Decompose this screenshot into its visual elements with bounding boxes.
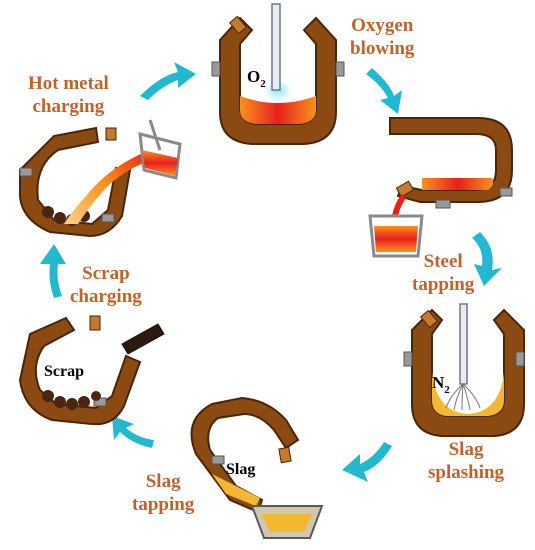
stage-label-line: blowing	[350, 38, 415, 59]
stage-label-scrap-charging: Scrap charging	[70, 262, 142, 308]
cycle-arrow-icon	[140, 62, 196, 100]
ladle-icon	[138, 119, 182, 180]
nitrogen-jets	[445, 383, 481, 411]
stage-label-hot-metal-charging: Hot metal charging	[28, 72, 109, 118]
stage-label-steel-tapping: Steel tapping	[412, 250, 474, 296]
stage-label-slag-tapping: Slag tapping	[132, 470, 194, 516]
scrap-chute-icon	[121, 323, 165, 355]
nitrogen-label: N2	[432, 373, 450, 396]
stage-label-line: Slag	[145, 471, 181, 492]
cycle-arrow-icon	[472, 232, 502, 286]
slag-label: Slag	[226, 461, 255, 478]
stage-label-line: Steel	[423, 251, 463, 272]
stage-label-line: charging	[32, 96, 105, 117]
converter-vessel-icon	[190, 396, 300, 514]
stage-label-line: tapping	[132, 494, 195, 515]
scrap-label: Scrap	[44, 363, 84, 380]
cycle-arrow-icon	[112, 416, 154, 448]
ladle-icon	[368, 214, 424, 258]
stage-label-line: Slag	[448, 439, 484, 460]
converter-vessel-icon	[211, 15, 345, 145]
hot-metal-stream	[64, 150, 152, 224]
cycle-arrow-icon	[342, 442, 392, 482]
lance-icon	[271, 3, 281, 91]
stage-label-slag-splashing: Slag splashing	[428, 438, 504, 484]
stage-label-line: Scrap	[82, 263, 130, 284]
stage-label-line: splashing	[428, 462, 505, 483]
converter-vessel-icon	[389, 117, 513, 209]
stage-label-line: Oxygen	[351, 15, 414, 36]
stage-label-oxygen-blowing: Oxygen blowing	[350, 14, 414, 60]
slag-pot-icon	[250, 505, 324, 539]
stage-label-line: tapping	[412, 274, 475, 295]
converter-vessel-icon	[403, 308, 525, 437]
stage-label-line: Hot metal	[28, 73, 109, 94]
lance-icon	[459, 303, 468, 385]
stage-label-line: charging	[70, 286, 142, 307]
cycle-arrow-icon	[366, 68, 402, 114]
converter-vessel-icon	[18, 315, 142, 426]
oxygen-label: O2	[247, 67, 266, 90]
cycle-arrow-icon	[40, 244, 66, 298]
